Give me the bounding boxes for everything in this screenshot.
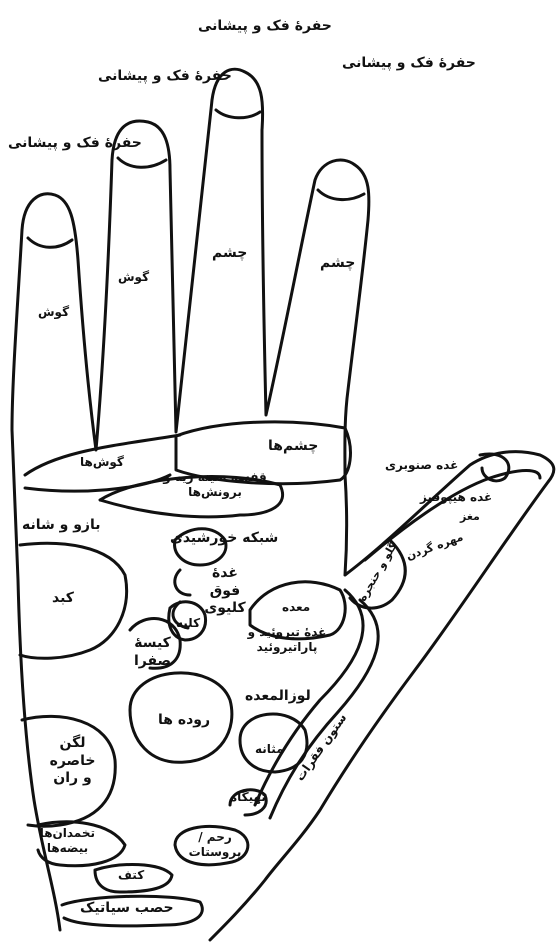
pituitary-label: غده هیپوفیز — [420, 490, 492, 505]
liver-label: کبد — [52, 590, 74, 608]
little-tip-crease — [28, 238, 72, 247]
gallbladder-label: کیسهٔ صفرا — [130, 635, 175, 670]
pancreas-label: لوزالمعده — [245, 688, 311, 706]
little-finger-tip-label: حفرهٔ فک و پیشانی — [8, 135, 142, 153]
shoulder-blade-label: کتف — [118, 868, 144, 883]
middle-tip-crease — [216, 110, 260, 118]
middle-finger-tip-label: حفرهٔ فک و پیشانی — [198, 18, 332, 36]
index-finger-eye-label: چشم — [320, 255, 355, 273]
bladder-label: مثانه — [255, 742, 284, 757]
pineal-label: غده صنوبری — [385, 458, 458, 473]
index-finger-tip-label: حفرهٔ فک و پیشانی — [342, 55, 476, 73]
ring-tip-crease — [118, 158, 166, 167]
index-tip-crease — [318, 190, 364, 200]
eyes-label: چشم‌ها — [268, 438, 318, 456]
genitals-label: تهیگاه — [230, 790, 266, 805]
brain-label: مغز — [460, 510, 480, 524]
ovaries-label: تخمدان‌ها بیضه‌ها — [40, 826, 95, 856]
little-finger-ear-label: گوش — [38, 305, 69, 320]
middle-finger-eye-label: چشم — [212, 245, 247, 263]
sciatic-label: حصب سیاتیک — [80, 900, 174, 918]
ring-finger-ear-label: گوش — [118, 270, 149, 285]
kidney-label: کلیه — [176, 616, 200, 631]
chest-label: قفسه سینه ریه و برونش‌ها — [140, 470, 290, 500]
adrenal-zone — [175, 570, 190, 595]
ears-label: گوش‌ها — [80, 455, 124, 470]
uterus-label: رحم / پروستات — [185, 830, 245, 860]
hip-label: لگن خاصره و ران — [45, 735, 100, 788]
intestines-label: روده ها — [158, 712, 210, 730]
solar-plexus-label: شبکه خورشیدی — [170, 530, 278, 548]
ring-finger-tip-label: حفرهٔ فک و پیشانی — [98, 68, 232, 86]
thyroid-label: غدهٔ تیروئید و پاراتیروئید — [232, 625, 342, 655]
adrenal-label: غدهٔ فوق کلیوی — [195, 565, 255, 618]
stomach-label: معده — [282, 600, 310, 615]
shoulder-label: بازو و شانه — [22, 517, 101, 535]
